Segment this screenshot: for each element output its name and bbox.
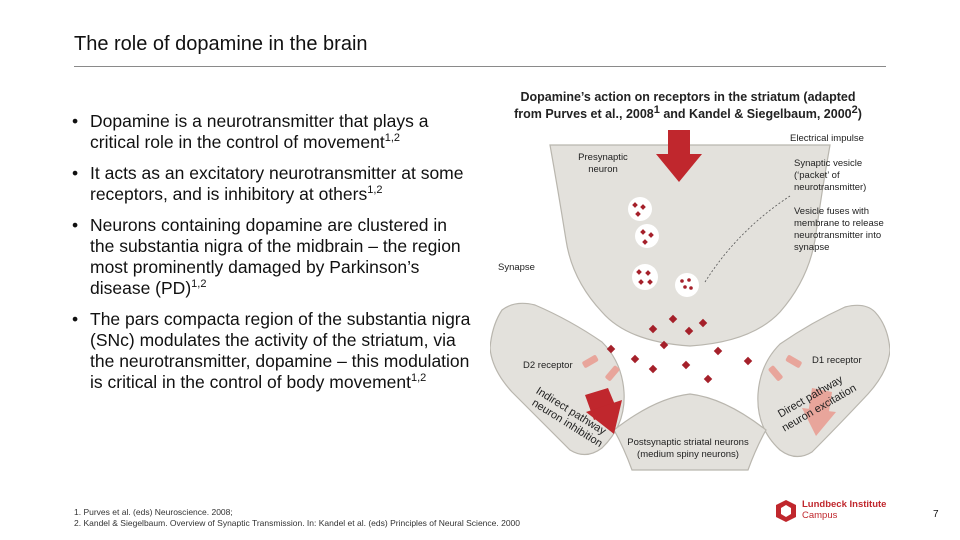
synaptic-vesicle [632, 264, 658, 290]
title-divider [74, 66, 886, 67]
label-presynaptic-neuron: Presynaptic neuron [578, 152, 628, 175]
postsynaptic-neuron-bottom-shape [613, 393, 767, 471]
bullet-item: Dopamine is a neurotransmitter that play… [72, 111, 472, 153]
d1-receptor-icon [768, 355, 802, 381]
bullet-item: The pars compacta region of the substant… [72, 309, 472, 393]
label-vesicle-fuses: Vesicle fuses with membrane to release n… [794, 206, 884, 253]
postsynaptic-neuron-left-shape [490, 302, 625, 456]
label-electrical-impulse: Electrical impulse [790, 133, 864, 144]
label-postsynaptic: Postsynaptic striatal neurons (medium sp… [627, 437, 749, 460]
indirect-pathway-arrow [585, 388, 622, 434]
d2-receptor-icon [582, 355, 620, 381]
bullet-list: Dopamine is a neurotransmitter that play… [72, 111, 472, 403]
synapse-diagram [490, 130, 890, 471]
label-d2-receptor: D2 receptor [523, 360, 573, 371]
diagram-title: Dopamine’s action on receptors in the st… [514, 90, 862, 121]
footnote-2: 2. Kandel & Siegelbaum. Overview of Syna… [74, 518, 521, 528]
logo-name: Lundbeck Institute [802, 499, 887, 510]
logo-sub: Campus [802, 510, 838, 521]
lundbeck-logo: Lundbeck Institute Campus [776, 498, 898, 524]
bullet-item: It acts as an excitatory neurotransmitte… [72, 163, 472, 205]
lundbeck-logo-icon [776, 500, 796, 522]
label-synapse: Synapse [498, 262, 535, 273]
vesicle-pointer-line [704, 195, 791, 283]
presynaptic-neuron-shape [549, 144, 831, 347]
footnotes: 1. Purves et al. (eds) Neuroscience. 200… [74, 507, 520, 529]
slide-title: The role of dopamine in the brain [74, 33, 368, 55]
synaptic-vesicle [635, 224, 659, 248]
footnote-1: 1. Purves et al. (eds) Neuroscience. 200… [74, 507, 233, 517]
bullet-item: Neurons containing dopamine are clustere… [72, 215, 472, 299]
dopamine-molecules [606, 314, 753, 384]
electrical-impulse-arrow [656, 130, 702, 182]
page-number: 7 [933, 509, 939, 520]
fusing-vesicle [675, 273, 699, 297]
label-synaptic-vesicle: Synaptic vesicle (‘packet’ of neurotrans… [794, 158, 867, 193]
postsynaptic-neuron-right-shape [757, 304, 890, 458]
direct-pathway-arrow [802, 388, 836, 436]
synaptic-vesicle [628, 197, 652, 221]
label-d1-receptor: D1 receptor [812, 355, 862, 366]
